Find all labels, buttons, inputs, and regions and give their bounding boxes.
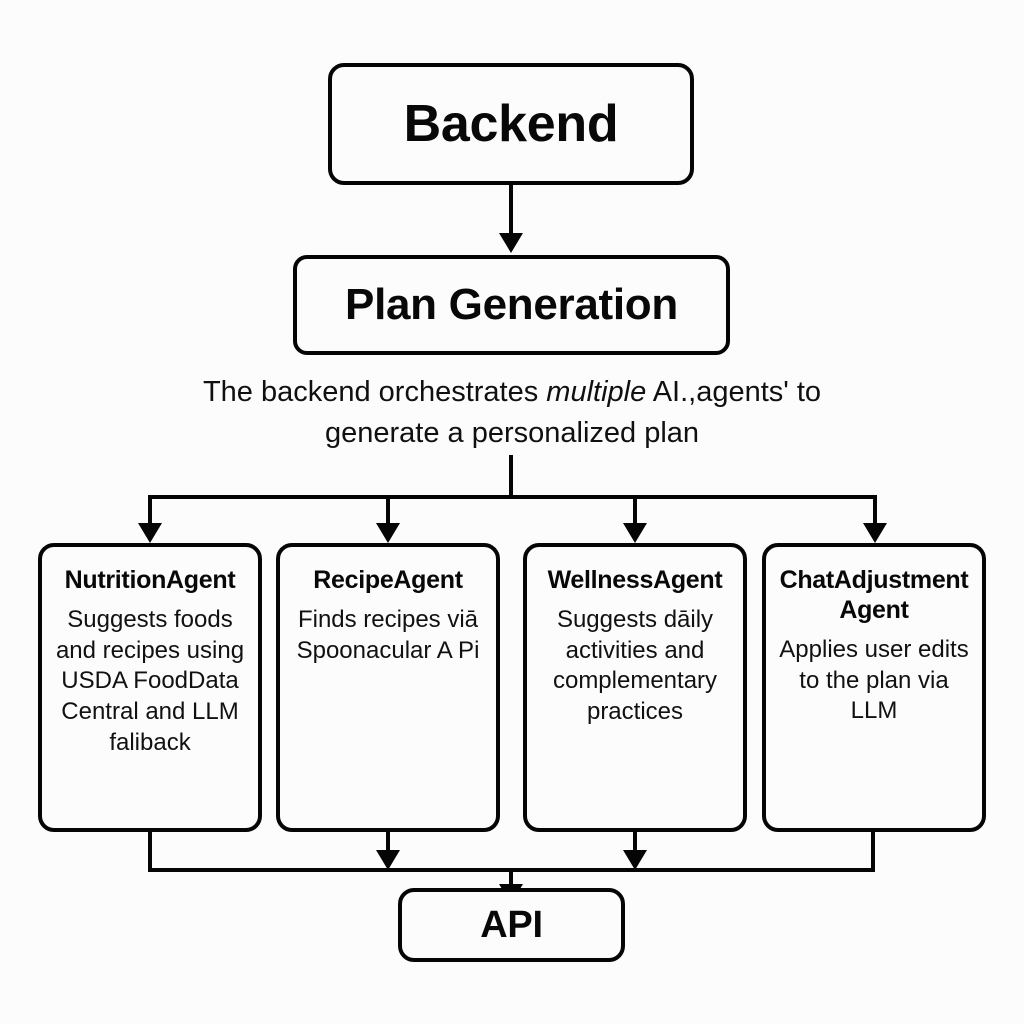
node-api-label: API: [480, 903, 543, 946]
agent-1-description: Finds recipes viā Spoonacular A Pi: [296, 606, 480, 664]
agent-3-title: ChatAdjustment Agent: [779, 566, 969, 624]
arrowhead-merge-agent-1: [376, 850, 400, 870]
connector-agent-0-to-merge: [148, 832, 152, 872]
node-agent-chat-adjustment[interactable]: ChatAdjustment Agent Applies user edits …: [762, 543, 986, 832]
agent-1-title: RecipeAgent: [313, 566, 463, 594]
node-agent-wellness[interactable]: WellnessAgent Suggests dāily activities …: [523, 543, 747, 832]
caption-line1-after: AI.,agents' to: [646, 376, 822, 408]
caption-line2: generate a personalized plan: [324, 417, 700, 450]
node-agent-recipe[interactable]: RecipeAgent Finds recipes viā Spoonacula…: [276, 543, 500, 832]
node-api[interactable]: API: [398, 888, 625, 962]
arrowhead-agent-0: [138, 523, 162, 543]
connector-agent-1-to-merge: [386, 832, 390, 852]
connector-agent-3-to-merge: [871, 832, 875, 872]
node-plan-generation-label: Plan Generation: [345, 280, 678, 329]
node-plan-generation[interactable]: Plan Generation: [293, 255, 730, 355]
caption-line1-before: The backend orchestrates: [202, 376, 547, 408]
arrowhead-agent-1: [376, 523, 400, 543]
node-agent-nutrition[interactable]: NutritionAgent Suggests foods and recipe…: [38, 543, 262, 832]
arrowhead-merge-agent-2: [623, 850, 647, 870]
connector-agent-2-to-merge: [633, 832, 637, 852]
caption-text: The backend orchestrates multiple AI.,ag…: [112, 372, 912, 454]
arrowhead-backend-to-plan: [499, 233, 523, 253]
connector-merge-to-api: [509, 868, 513, 890]
connector-plan-to-bus: [509, 455, 513, 499]
fanout-bus: [150, 495, 877, 499]
node-backend-label: Backend: [403, 95, 619, 153]
agent-0-description: Suggests foods and recipes using USDA Fo…: [55, 606, 245, 756]
node-backend[interactable]: Backend: [328, 63, 694, 185]
arrowhead-agent-2: [623, 523, 647, 543]
agent-0-title: NutritionAgent: [64, 566, 236, 594]
connector-bus-to-agent-2: [633, 495, 637, 527]
connector-bus-to-agent-0: [148, 495, 152, 527]
connector-bus-to-agent-3: [873, 495, 877, 527]
caption-line1-emphasis: multiple: [546, 376, 647, 408]
connector-bus-to-agent-1: [386, 495, 390, 527]
arrowhead-agent-3: [863, 523, 887, 543]
agent-2-description: Suggests dāily activities and complement…: [552, 606, 718, 726]
agent-2-title: WellnessAgent: [547, 566, 723, 594]
connector-backend-to-plan: [509, 185, 513, 237]
agent-3-description: Applies user edits to the plan via LLM: [779, 636, 969, 725]
